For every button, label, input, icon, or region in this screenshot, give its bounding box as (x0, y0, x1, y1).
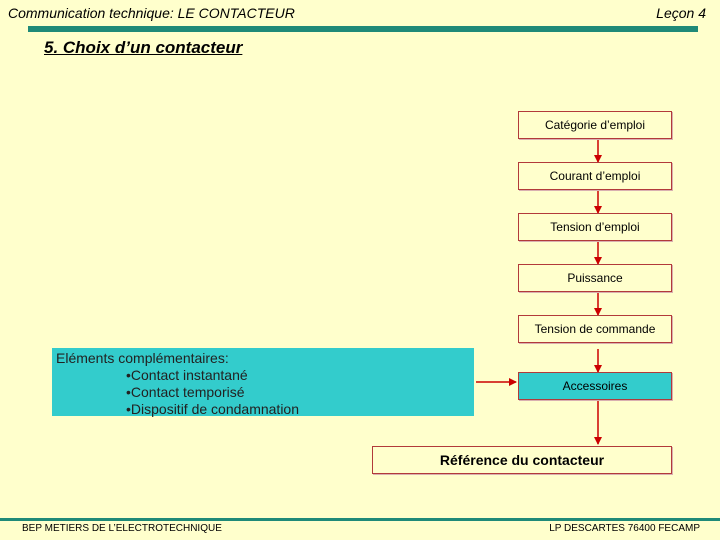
complementary-item: •Contact instantané (126, 367, 248, 383)
complementary-heading: Eléments complémentaires: (56, 350, 229, 366)
complementary-elements-box: Eléments complémentaires: •Contact insta… (52, 348, 474, 417)
flow-step-tension-commande: Tension de commande (518, 315, 672, 343)
footer-course: BEP METIERS DE L’ELECTROTECHNIQUE (22, 523, 222, 534)
flow-result-reference: Référence du contacteur (372, 446, 672, 474)
flow-step-categorie: Catégorie d’emploi (518, 111, 672, 139)
slide-title: 5. Choix d’un contacteur (44, 38, 243, 57)
footer-school: LP DESCARTES 76400 FECAMP (549, 523, 700, 534)
header-lesson-number: Leçon 4 (656, 5, 706, 21)
footer-divider (0, 518, 720, 521)
header-course-title: Communication technique: LE CONTACTEUR (8, 5, 295, 21)
flow-step-puissance: Puissance (518, 264, 672, 292)
complementary-item: •Dispositif de condamnation (126, 401, 299, 417)
flow-step-tension: Tension d’emploi (518, 213, 672, 241)
flow-step-courant: Courant d’emploi (518, 162, 672, 190)
flow-step-accessoires: Accessoires (518, 372, 672, 400)
complementary-item: •Contact temporisé (126, 384, 245, 400)
header-divider (28, 26, 698, 32)
